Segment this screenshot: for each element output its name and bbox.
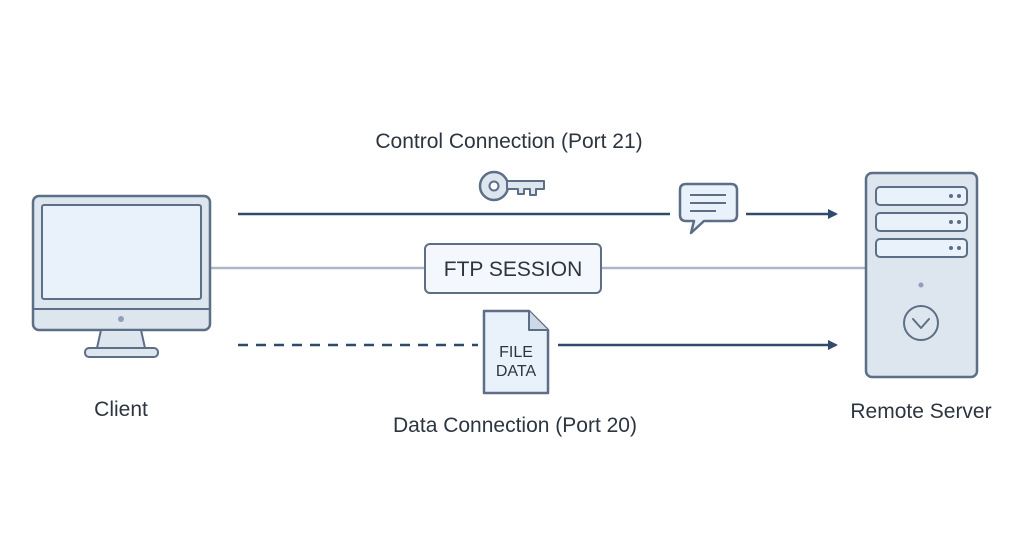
client-label: Client — [94, 398, 148, 421]
data-connection-label: Data Connection (Port 20) — [393, 414, 637, 437]
file-data-label-line1: FILE — [499, 344, 533, 361]
ftp-session-box: FTP SESSION — [424, 243, 602, 294]
file-data-label-line2: DATA — [496, 363, 537, 380]
ftp-session-label: FTP SESSION — [444, 258, 582, 281]
desktop-monitor-icon — [31, 194, 212, 358]
control-connection-label: Control Connection (Port 21) — [375, 130, 643, 153]
speech-bubble-icon — [678, 182, 739, 235]
server-tower-icon — [864, 171, 979, 379]
document-icon: FILE DATA — [482, 309, 550, 395]
server-label: Remote Server — [850, 400, 992, 423]
key-icon — [478, 170, 545, 202]
